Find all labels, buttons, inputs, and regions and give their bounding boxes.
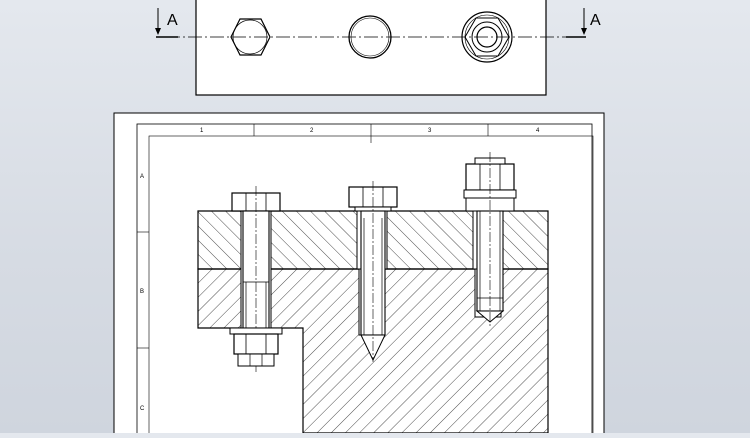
- sheet-border: [136, 123, 593, 438]
- cap-screw: [348, 181, 398, 362]
- zone-column-4: 4: [536, 128, 540, 134]
- hex-head-icon: [230, 18, 271, 56]
- zone-row-a: A: [140, 174, 144, 180]
- section-label-right: A: [590, 12, 601, 29]
- zone-row-b: B: [140, 289, 144, 295]
- section-view[interactable]: [197, 152, 549, 434]
- through-bolt: [229, 186, 283, 372]
- zone-column-2: 2: [310, 128, 314, 134]
- section-arrow-right-icon: [566, 8, 587, 38]
- zone-column-3: 3: [428, 128, 432, 134]
- top-view[interactable]: A A: [155, 0, 601, 96]
- nut-washer-icon: [461, 11, 513, 63]
- zone-row-c: C: [140, 406, 145, 412]
- section-arrow-left-icon: [155, 8, 178, 38]
- round-head-icon: [348, 15, 392, 59]
- zone-column-1: 1: [200, 128, 204, 134]
- top-view-plate: [195, 0, 547, 96]
- stud-with-nut: [463, 152, 517, 326]
- section-label-left: A: [167, 12, 178, 29]
